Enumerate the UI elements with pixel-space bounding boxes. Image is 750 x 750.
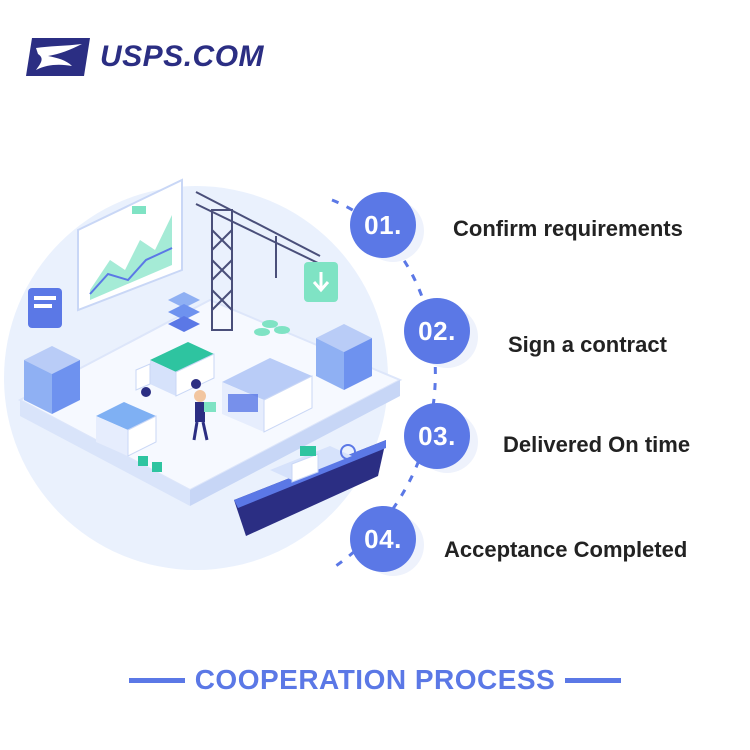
cube-right	[316, 324, 372, 390]
truck	[135, 342, 215, 397]
step-3: 03. Delivered On time	[404, 403, 690, 469]
step-label: Confirm requirements	[453, 216, 683, 241]
brand-logo[interactable]: USPS.COM	[26, 36, 264, 78]
footer-line-right	[565, 677, 622, 683]
step-2: 02. Sign a contract	[404, 298, 667, 364]
step-number: 01.	[350, 192, 416, 258]
eagle-logo-icon	[26, 38, 90, 76]
step-label: Acceptance Completed	[444, 537, 688, 562]
building-small	[96, 402, 162, 472]
step-label: Delivered On time	[503, 432, 691, 457]
chart-panel	[77, 178, 183, 312]
cube-left	[24, 346, 80, 414]
step-1: 01. Confirm requirements	[350, 192, 683, 258]
step-4: 04. Acceptance Completed	[350, 506, 687, 572]
step-label: Sign a contract	[508, 332, 667, 357]
step-number: 03.	[404, 403, 470, 469]
footer-heading: COOPERATION PROCESS	[0, 664, 750, 696]
crane	[195, 191, 321, 331]
stacked-layers	[168, 292, 200, 332]
coins	[254, 320, 290, 336]
worker	[192, 390, 216, 441]
footer-line-left	[128, 677, 185, 683]
step-number: 02.	[404, 298, 470, 364]
warehouse	[222, 358, 313, 433]
brand-name: USPS.COM	[100, 40, 265, 73]
step-number: 04.	[350, 506, 416, 572]
footer-title: COOPERATION PROCESS	[194, 664, 556, 695]
